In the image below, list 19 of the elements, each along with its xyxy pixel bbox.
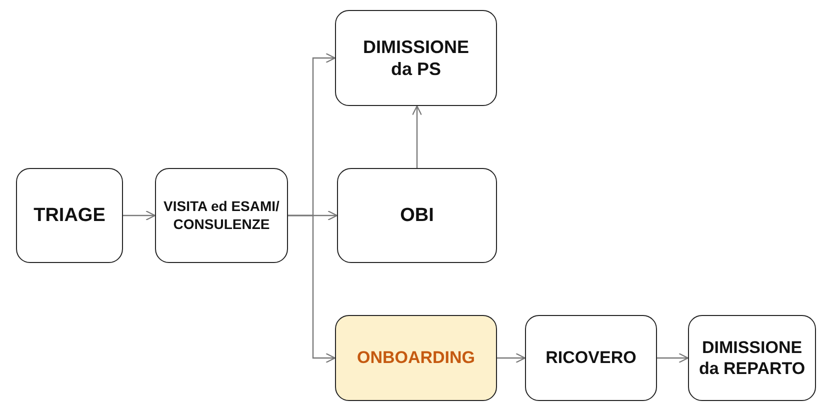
arrow: [497, 352, 526, 364]
process-box: [525, 315, 657, 401]
box-label: ONBOARDING: [356, 347, 476, 369]
process-box: [335, 315, 497, 401]
box-label: DIMISSIONE da PS: [362, 36, 470, 80]
arrow: [123, 210, 156, 221]
arrow: [657, 352, 689, 364]
box-label: OBI: [400, 204, 434, 228]
process-box: [337, 168, 497, 263]
arrow: [412, 105, 422, 168]
process-box: [155, 168, 288, 263]
process-box: [16, 168, 123, 263]
arrow: [288, 214, 336, 364]
process-box: [688, 315, 816, 401]
box-label: RICOVERO: [546, 347, 636, 369]
box-label: DIMISSIONE da REPARTO: [698, 336, 806, 380]
process-box: [335, 10, 497, 106]
box-label: TRIAGE: [34, 204, 106, 228]
box-label: VISITA ed ESAMI/ CONSULENZE: [162, 198, 280, 233]
